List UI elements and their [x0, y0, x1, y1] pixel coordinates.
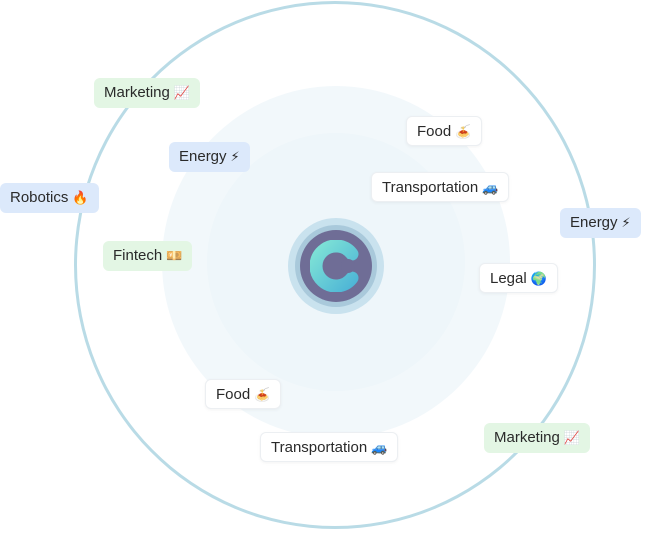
- tag-label: Fintech: [113, 247, 163, 264]
- tag-label: Food: [417, 123, 452, 140]
- c-logo-icon[interactable]: [300, 230, 372, 302]
- tag-transportation[interactable]: Transportation🚙: [260, 432, 399, 462]
- fire-icon: 🔥: [72, 190, 89, 205]
- tag-label: Legal: [490, 270, 527, 287]
- money-icon: 💴: [166, 248, 183, 263]
- food-icon: 🍝: [254, 387, 271, 402]
- tag-energy[interactable]: Energy⚡: [560, 208, 641, 238]
- tag-robotics[interactable]: Robotics🔥: [0, 183, 99, 213]
- c-logo-glyph: [310, 240, 359, 292]
- tag-transportation[interactable]: Transportation🚙: [371, 172, 510, 202]
- lightning-icon: ⚡: [230, 149, 240, 164]
- food-icon: 🍝: [455, 124, 472, 139]
- tag-label: Robotics: [10, 189, 69, 206]
- tag-food[interactable]: Food🍝: [406, 116, 483, 146]
- chart-up-icon: 📈: [563, 430, 581, 445]
- tag-food[interactable]: Food🍝: [205, 379, 282, 409]
- tag-energy[interactable]: Energy⚡: [169, 142, 250, 172]
- car-icon: 🚙: [371, 440, 388, 455]
- tag-label: Marketing: [104, 84, 170, 101]
- outer-orbit-ring: [74, 1, 596, 529]
- globe-icon: 🌍: [530, 271, 547, 286]
- tag-marketing[interactable]: Marketing📈: [94, 78, 201, 108]
- tag-label: Energy: [570, 214, 618, 231]
- tag-label: Marketing: [494, 429, 560, 446]
- tag-label: Transportation: [271, 439, 368, 456]
- tag-marketing[interactable]: Marketing📈: [484, 423, 591, 453]
- tag-fintech[interactable]: Fintech💴: [103, 241, 193, 271]
- tag-label: Energy: [179, 148, 227, 165]
- lightning-icon: ⚡: [621, 215, 631, 230]
- tag-label: Transportation: [382, 179, 479, 196]
- chart-up-icon: 📈: [173, 85, 191, 100]
- car-icon: 🚙: [482, 180, 499, 195]
- tag-label: Food: [216, 386, 251, 403]
- tag-legal[interactable]: Legal🌍: [479, 263, 558, 293]
